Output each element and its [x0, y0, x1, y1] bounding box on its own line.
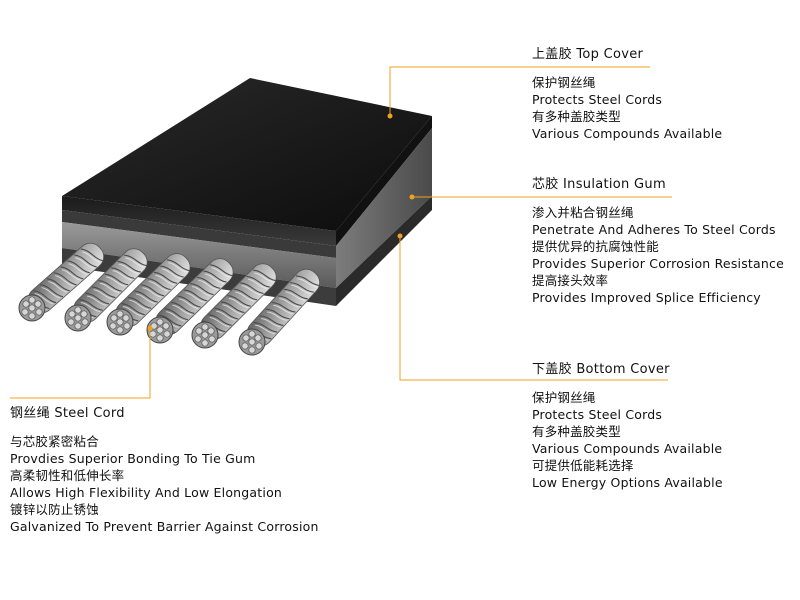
steel-cord-heading: 钢丝绳 Steel Cord	[10, 406, 125, 421]
bottom-cover-line: Protects Steel Cords	[532, 407, 663, 422]
insulation-gum-line: 提供优异的抗腐蚀性能	[532, 239, 660, 254]
steel-cords	[18, 242, 321, 356]
leader-dots	[147, 113, 415, 331]
top-cover-line: Protects Steel Cords	[532, 92, 663, 107]
top-cover-callout: 上盖胶 Top Cover 保护钢丝绳 Protects Steel Cords…	[532, 46, 722, 142]
steel-cord-line: 与芯胶紧密粘合	[10, 434, 99, 449]
insulation-gum-line: Penetrate And Adheres To Steel Cords	[532, 222, 776, 237]
steel-cord	[64, 248, 148, 332]
steel-cord	[106, 253, 191, 336]
bottom-cover-line: Various Compounds Available	[532, 441, 723, 456]
bottom-cover-line: 有多种盖胶类型	[532, 424, 621, 439]
bottom-cover-line: 可提供低能耗选择	[532, 458, 634, 473]
insulation-gum-line: 渗入并粘合钢丝绳	[532, 205, 634, 220]
insulation-gum-heading: 芯胶 Insulation Gum	[532, 177, 666, 192]
steel-cord-callout: 钢丝绳 Steel Cord 与芯胶紧密粘合 Provdies Superior…	[10, 405, 319, 535]
steel-cord-line: Allows High Flexibility And Low Elongati…	[10, 485, 283, 500]
dot-insulation-gum	[409, 194, 415, 200]
top-cover-line: 有多种盖胶类型	[532, 109, 621, 124]
bottom-cover-callout: 下盖胶 Bottom Cover 保护钢丝绳 Protects Steel Co…	[532, 361, 723, 491]
leader-bottom-cover	[399, 236, 668, 381]
steel-cord	[191, 263, 277, 349]
insulation-gum-line: Provides Improved Splice Efficiency	[532, 290, 761, 305]
leader-top-cover	[389, 66, 650, 116]
top-cover-heading: 上盖胶 Top Cover	[532, 47, 644, 62]
steel-cord-line: 高柔韧性和低伸长率	[10, 468, 125, 483]
top-cover-line: 保护钢丝绳	[532, 75, 596, 90]
leader-steel-cord	[10, 328, 151, 399]
leader-lines	[10, 66, 672, 399]
dot-top-cover	[387, 113, 393, 119]
steel-cord-line: Galvanized To Prevent Barrier Against Co…	[10, 519, 319, 534]
insulation-gum-callout: 芯胶 Insulation Gum 渗入并粘合钢丝绳 Penetrate And…	[532, 176, 784, 306]
bottom-cover-heading: 下盖胶 Bottom Cover	[532, 362, 670, 377]
steel-cord	[18, 242, 105, 322]
insulation-gum-line: Provides Superior Corrosion Resistance	[532, 256, 784, 271]
top-cover-layer	[62, 78, 432, 246]
insulation-gum-line: 提高接头效率	[532, 273, 609, 288]
steel-cord	[146, 258, 234, 344]
dot-bottom-cover	[397, 233, 403, 239]
bottom-cover-line: 保护钢丝绳	[532, 390, 596, 405]
steel-cord-line: 镀锌以防止锈蚀	[10, 502, 99, 517]
steel-cord-line: Provdies Superior Bonding To Tie Gum	[10, 451, 256, 466]
steel-cord	[238, 268, 321, 356]
dot-steel-cord	[147, 325, 153, 331]
top-cover-line: Various Compounds Available	[532, 126, 723, 141]
bottom-cover-line: Low Energy Options Available	[532, 475, 723, 490]
